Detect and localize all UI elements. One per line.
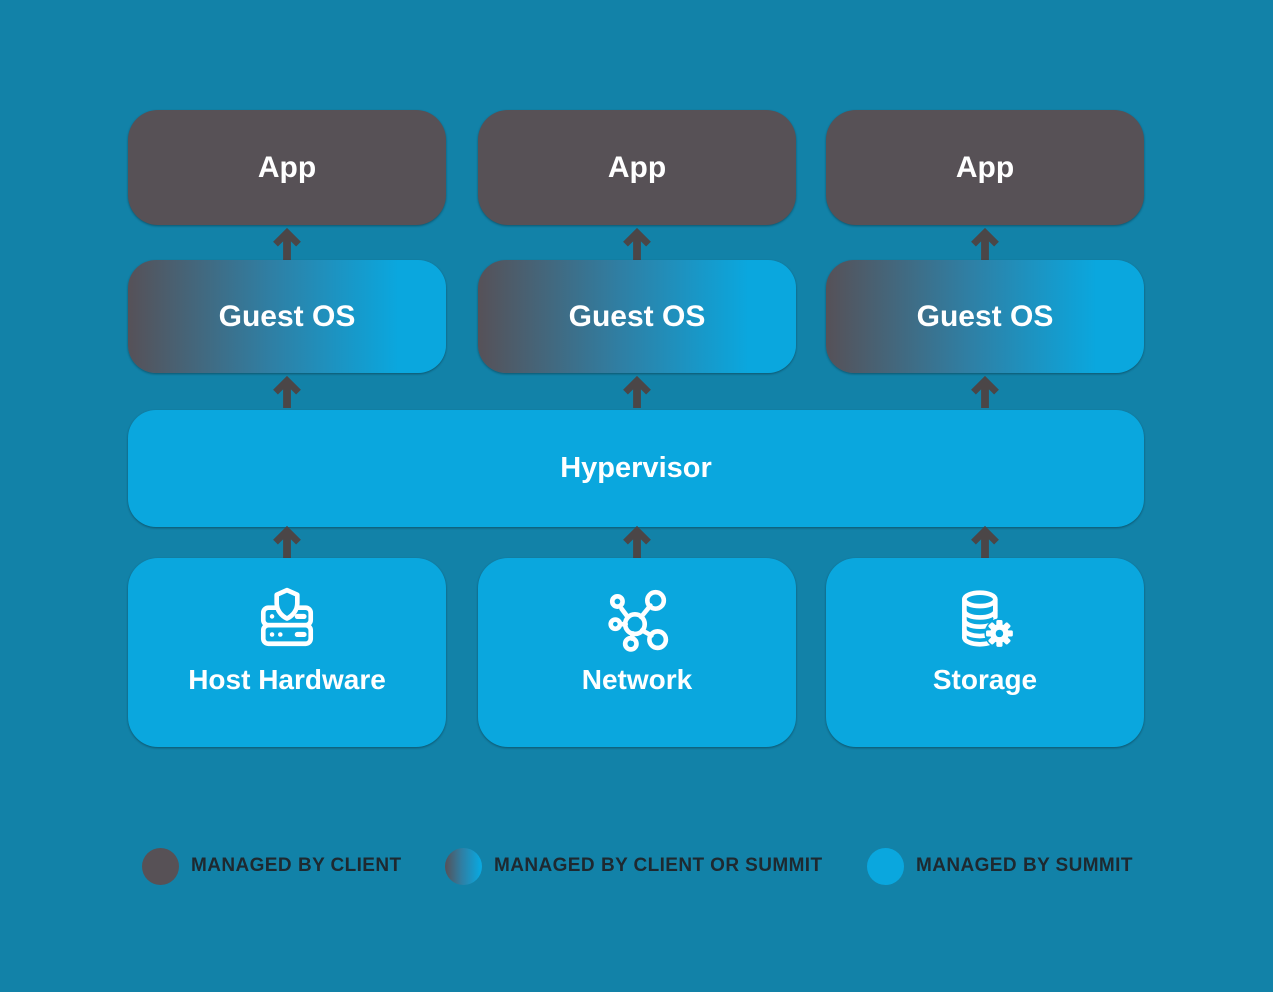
up-arrow-icon xyxy=(621,525,653,558)
app-box-2: App xyxy=(478,110,796,225)
app-label: App xyxy=(257,150,317,184)
guest-os-label: Guest OS xyxy=(218,299,356,333)
guest-os-label: Guest OS xyxy=(568,299,706,333)
up-arrow-icon xyxy=(969,375,1001,408)
database-gear-icon xyxy=(952,586,1018,652)
summit-color-swatch xyxy=(867,847,904,885)
app-box-1: App xyxy=(128,110,446,225)
storage-box: Storage xyxy=(826,558,1144,747)
network-label: Network xyxy=(581,664,693,695)
guest-os-box-3: Guest OS xyxy=(826,260,1144,373)
storage-label: Storage xyxy=(932,664,1038,695)
up-arrow-icon xyxy=(621,375,653,408)
app-label: App xyxy=(607,150,667,184)
client-color-swatch xyxy=(142,847,179,885)
host-hardware-box: Host Hardware xyxy=(128,558,446,747)
up-arrow-icon xyxy=(271,227,303,260)
hypervisor-box: Hypervisor xyxy=(128,410,1144,527)
hypervisor-label: Hypervisor xyxy=(560,452,712,484)
app-label: App xyxy=(955,150,1015,184)
network-box: Network xyxy=(478,558,796,747)
up-arrow-icon xyxy=(621,227,653,260)
host-hardware-label: Host Hardware xyxy=(188,664,386,695)
up-arrow-icon xyxy=(271,375,303,408)
guest-os-label: Guest OS xyxy=(916,299,1054,333)
guest-os-box-2: Guest OS xyxy=(478,260,796,373)
network-nodes-icon xyxy=(604,586,670,652)
up-arrow-icon xyxy=(271,525,303,558)
app-box-3: App xyxy=(826,110,1144,225)
guest-os-box-1: Guest OS xyxy=(128,260,446,373)
up-arrow-icon xyxy=(969,227,1001,260)
client-or-summit-color-swatch xyxy=(445,847,482,885)
up-arrow-icon xyxy=(969,525,1001,558)
server-shield-icon xyxy=(254,586,320,652)
